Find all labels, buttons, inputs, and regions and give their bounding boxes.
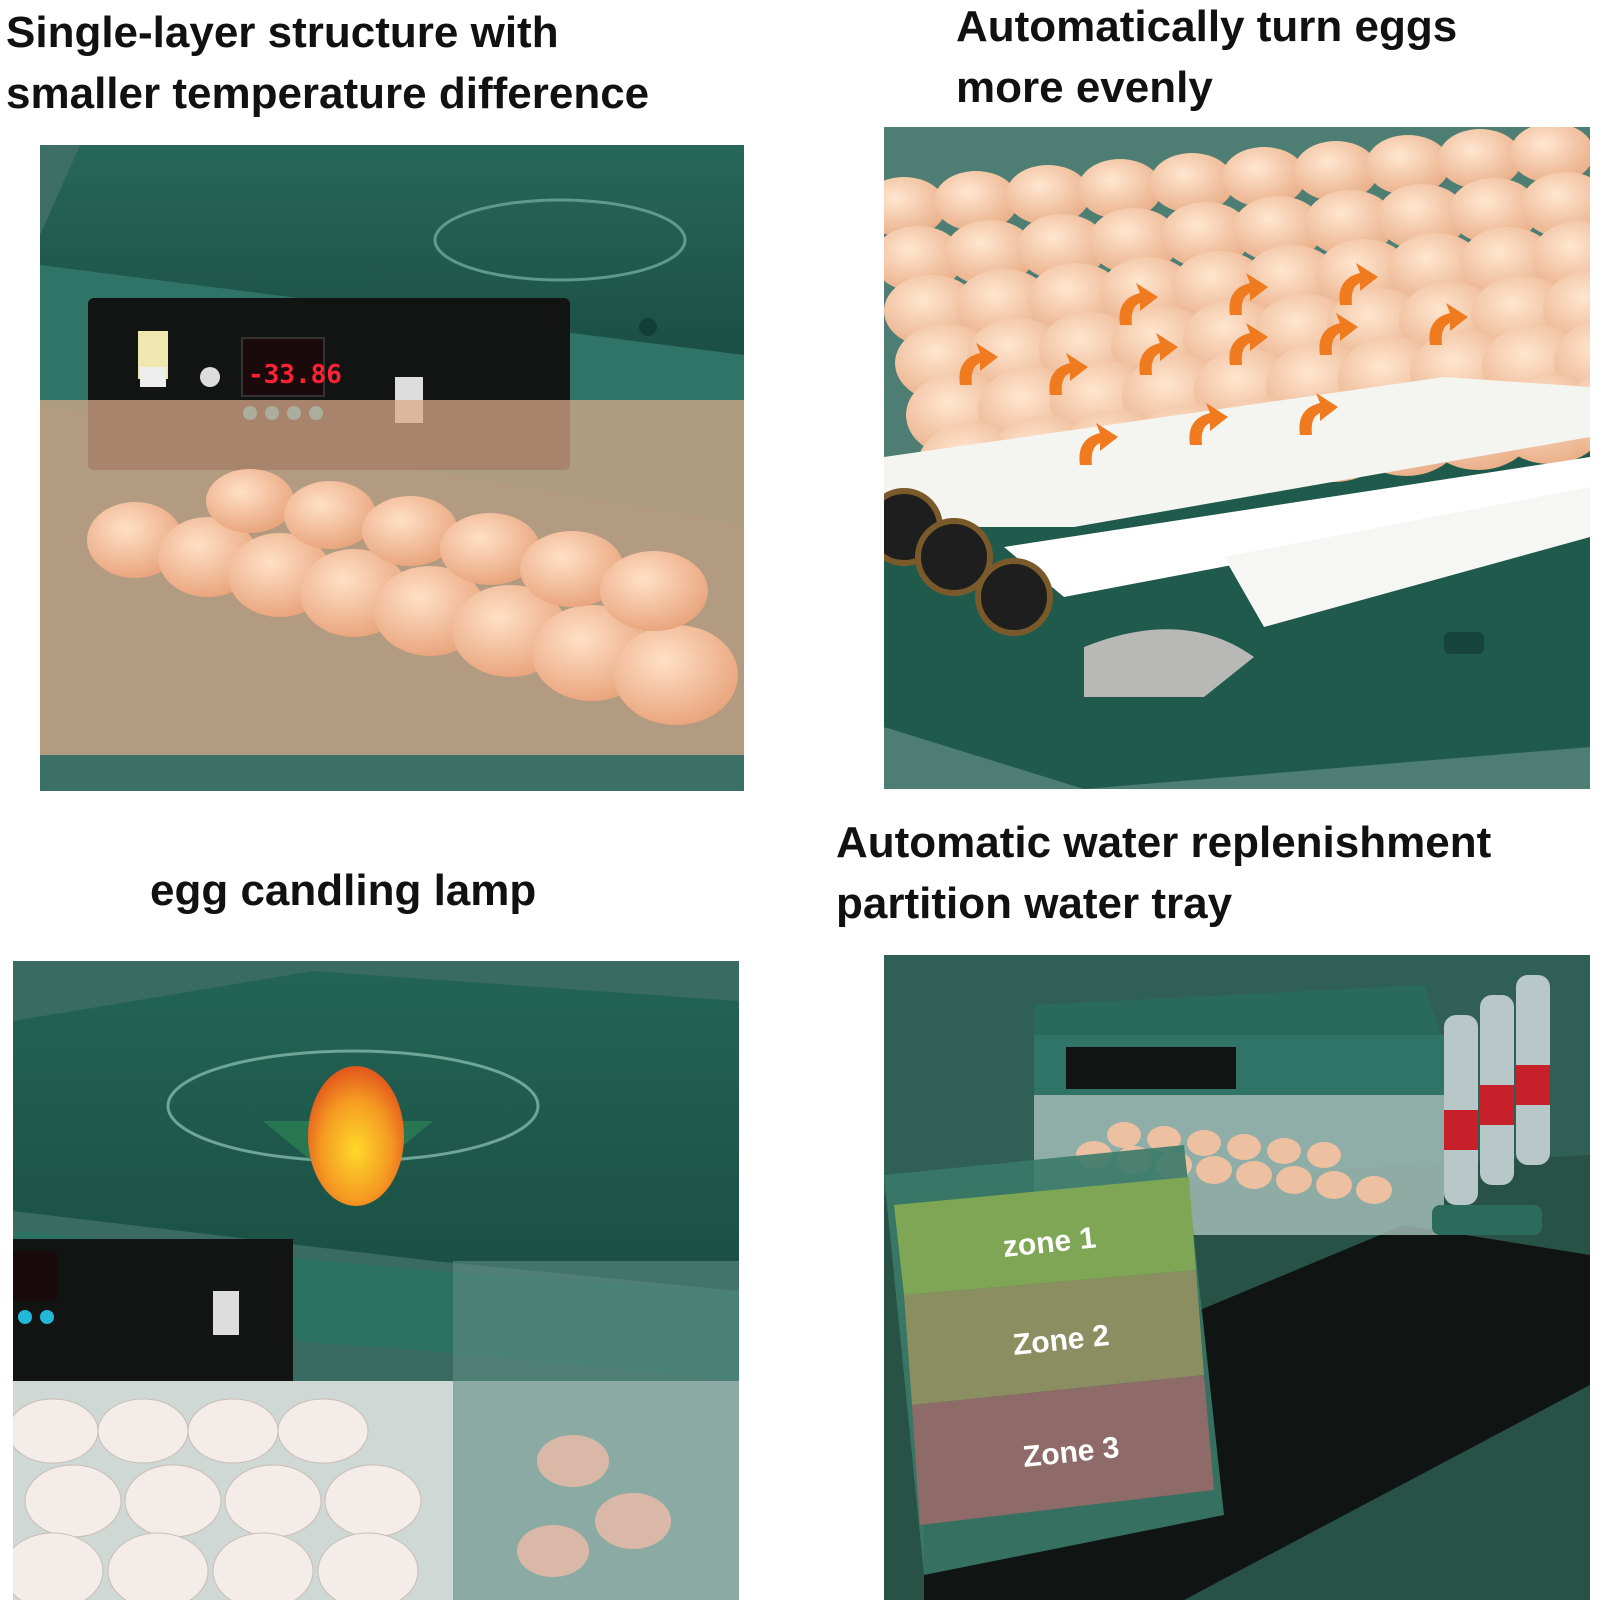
egg xyxy=(884,226,963,292)
egg xyxy=(1233,196,1323,262)
egg xyxy=(1150,153,1234,213)
egg xyxy=(945,220,1035,286)
caption-line: partition water tray xyxy=(836,879,1233,928)
egg xyxy=(1017,214,1107,280)
turn-arrow-icon xyxy=(1339,263,1378,305)
egg xyxy=(884,177,946,237)
caption-line: more evenly xyxy=(956,63,1213,112)
turn-arrow-icon xyxy=(1049,353,1088,395)
egg xyxy=(1366,135,1450,195)
egg xyxy=(1510,127,1590,183)
egg xyxy=(1438,129,1522,189)
egg xyxy=(1377,184,1467,250)
zone-3-area xyxy=(912,1375,1214,1525)
caption-water-tray: Automatic water replenishment partition … xyxy=(836,812,1491,934)
egg xyxy=(1161,202,1251,268)
caption-line: egg candling lamp xyxy=(150,866,537,915)
egg-turning-rollers-photo xyxy=(884,127,1590,789)
caption-egg-turning: Automatically turn eggs more evenly xyxy=(956,0,1457,118)
caption-line: Automatically turn eggs xyxy=(956,2,1458,51)
turn-arrow-icon xyxy=(1429,303,1468,345)
egg xyxy=(934,171,1018,231)
caption-line: Automatic water replenishment xyxy=(836,818,1492,867)
zone-2-area xyxy=(904,1270,1204,1405)
incubator-front-photo: -33.86 xyxy=(40,145,744,791)
turn-arrow-icon xyxy=(1299,393,1338,435)
turn-arrow-icon xyxy=(1319,313,1358,355)
caption-line: Single-layer structure with xyxy=(6,8,559,57)
turn-arrow-icon xyxy=(1229,273,1268,315)
caption-line: smaller temperature difference xyxy=(6,69,650,118)
turn-arrow-icon xyxy=(959,343,998,385)
turn-arrow-icon xyxy=(1229,323,1268,365)
water-tray-photo: zone 1 Zone 2 Zone 3 xyxy=(884,955,1590,1600)
egg xyxy=(1449,178,1539,244)
temperature-display: -33.86 xyxy=(248,360,342,390)
egg xyxy=(1078,159,1162,219)
zone-1-area xyxy=(894,1177,1196,1295)
turn-arrow-icon xyxy=(1189,403,1228,445)
turn-arrow-icon xyxy=(1139,333,1178,375)
turn-arrow-icon xyxy=(1119,283,1158,325)
caption-candling-lamp: egg candling lamp xyxy=(150,860,536,921)
egg xyxy=(1294,141,1378,201)
egg xyxy=(1222,147,1306,207)
caption-single-layer: Single-layer structure with smaller temp… xyxy=(6,2,649,124)
egg xyxy=(1305,190,1395,256)
egg xyxy=(1006,165,1090,225)
turn-arrow-icon xyxy=(1079,423,1118,465)
egg xyxy=(1089,208,1179,274)
candling-lamp-photo xyxy=(13,961,739,1600)
